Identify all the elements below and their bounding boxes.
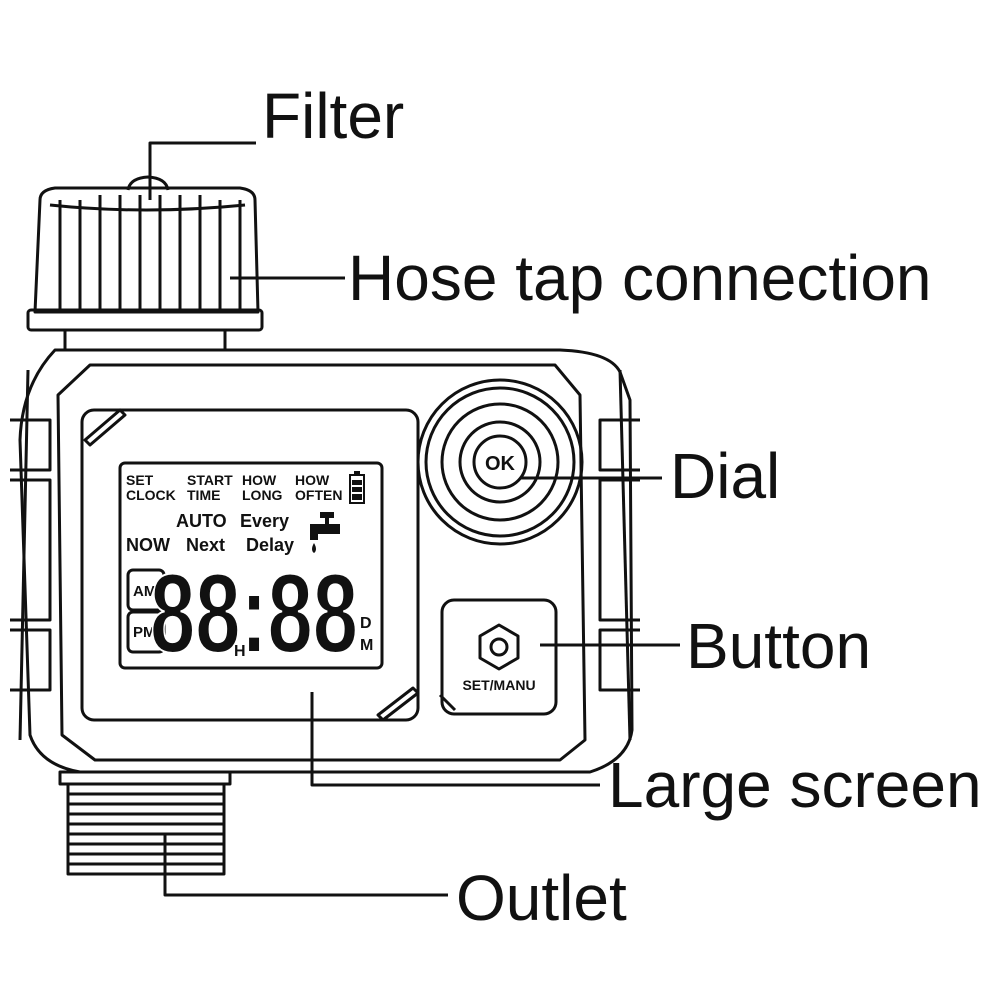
lcd-often: OFTEN <box>295 487 342 503</box>
lcd-text: SET START HOW HOW CLOCK TIME LONG OFTEN … <box>126 472 373 677</box>
set-manu-button[interactable] <box>440 598 558 716</box>
hose-tap-nut <box>26 186 264 332</box>
set-manu-label: SET/MANU <box>462 677 535 693</box>
callout-outlet: Outlet <box>456 862 627 934</box>
lcd-delay: Delay <box>246 535 294 555</box>
callout-button: Button <box>686 610 871 682</box>
timer-body <box>10 348 640 774</box>
callout-hose-tap: Hose tap connection <box>348 242 932 314</box>
lcd-set: SET <box>126 472 154 488</box>
lcd-m: M <box>360 637 373 654</box>
dial-ok-label: OK <box>485 453 516 475</box>
lcd-clock: CLOCK <box>126 487 176 503</box>
lcd-how-1: HOW <box>242 472 277 488</box>
callout-dial: Dial <box>670 440 780 512</box>
leader-outlet <box>163 835 448 897</box>
lcd-start: START <box>187 472 233 488</box>
screen-frame <box>80 408 420 722</box>
lcd-h: H <box>234 643 246 660</box>
lcd-pm: PM <box>133 624 156 641</box>
lcd-digits: 88:88 <box>150 551 358 676</box>
lcd-auto: AUTO <box>176 511 227 531</box>
lcd-now: NOW <box>126 535 170 555</box>
lcd-long: LONG <box>242 487 283 503</box>
lcd-d: D <box>360 615 372 632</box>
lcd-am: AM <box>133 583 156 600</box>
lcd-time: TIME <box>187 487 220 503</box>
hexagon-icon <box>478 623 520 671</box>
faucet-icon <box>310 512 340 553</box>
battery-icon <box>349 471 365 504</box>
lcd-next: Next <box>186 535 225 555</box>
lcd-how-2: HOW <box>295 472 330 488</box>
lcd-every: Every <box>240 511 289 531</box>
dial[interactable] <box>416 378 584 546</box>
leader-large-screen <box>310 692 600 787</box>
filter-knob <box>126 175 170 191</box>
outlet-thread <box>58 770 232 876</box>
lcd-panel <box>118 461 384 670</box>
callout-large-screen: Large screen <box>608 749 982 821</box>
collar <box>63 328 227 352</box>
leader-filter <box>148 141 256 200</box>
callout-filter: Filter <box>262 80 404 152</box>
